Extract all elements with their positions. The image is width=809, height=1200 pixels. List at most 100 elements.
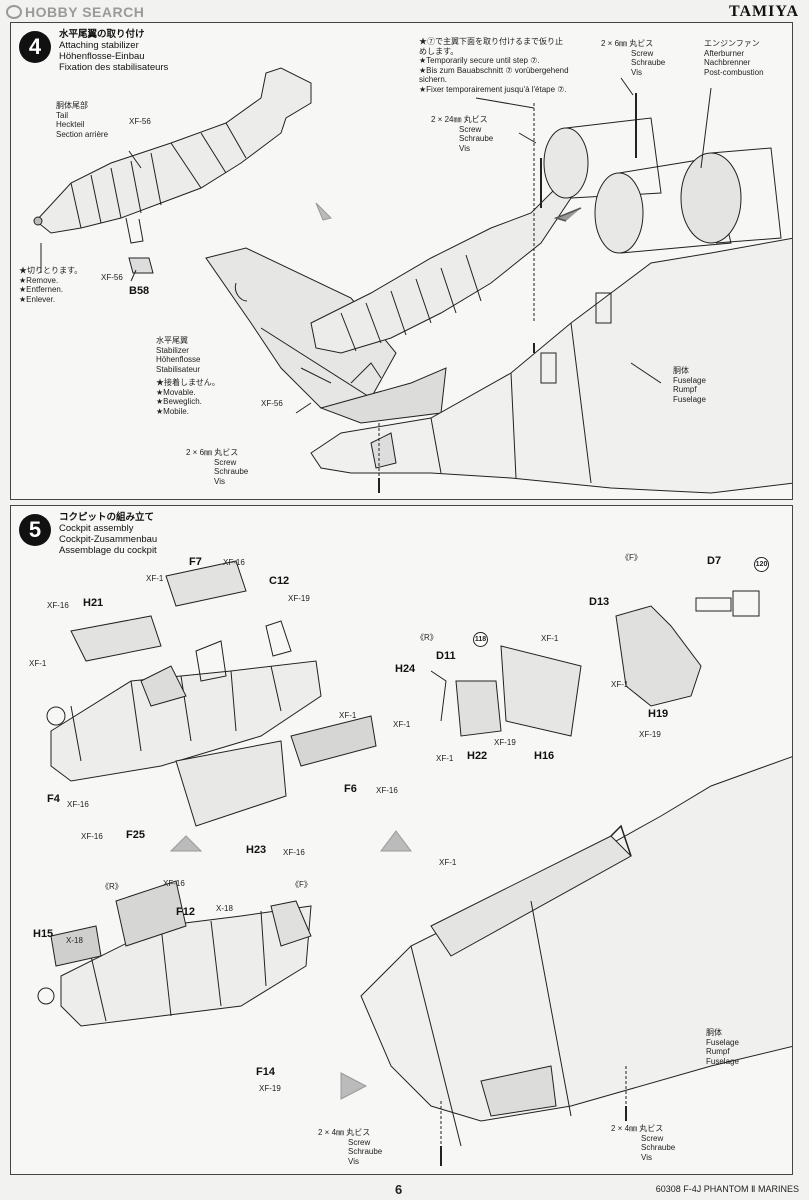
screw-2x6-b-en: Screw: [214, 457, 237, 467]
stabilizer-de: Höhenflosse: [156, 355, 201, 364]
part-xf16-f7: XF-16: [223, 558, 245, 567]
part-h15: H15: [33, 928, 54, 940]
mark-front-b: 《F》: [291, 880, 312, 889]
fuselage-a-fr: Fuselage: [673, 394, 706, 404]
screw-2x6-a-fr: Vis: [631, 67, 642, 77]
fuselage-a-jp: 胴体: [673, 366, 689, 375]
part-f12: F12: [176, 906, 195, 918]
part-xf1-c: XF-1: [393, 720, 411, 729]
afterburner-label: エンジンファン Afterburner Nachbrenner Post-com…: [704, 39, 764, 77]
fuselage-b-fr: Fuselage: [706, 1056, 739, 1066]
step-4-panel: 4 水平尾翼の取り付け Attaching stabilizer Höhenfl…: [10, 22, 793, 500]
part-xf16-f4: XF-16: [67, 800, 89, 809]
screw-2x24-en: Screw: [459, 124, 482, 134]
step-5-title-de: Cockpit-Zusammenbau: [59, 534, 158, 545]
page-number: 6: [395, 1182, 403, 1197]
movable-de: ★Beweglich.: [156, 397, 202, 406]
part-xf1-d: XF-1: [436, 754, 454, 763]
part-xf1-h: XF-1: [439, 858, 457, 867]
brand-name: TAMIYA: [728, 3, 799, 20]
screw-2x24-de: Schraube: [459, 134, 494, 143]
part-h19: H19: [648, 708, 669, 720]
screw-2x6-a-en: Screw: [631, 48, 654, 58]
step-4-title: 水平尾翼の取り付け Attaching stabilizer Höhenflos…: [59, 29, 168, 73]
temp-note-de: ★Bis zum Bauabschnitt ⑦ vorübergehend si…: [419, 65, 569, 85]
part-xf19-b: XF-19: [494, 738, 516, 747]
circled-118: 118: [473, 632, 488, 647]
hobby-search-icon: [6, 5, 22, 19]
part-xf16-h23: XF-16: [283, 848, 305, 857]
part-xf1-g: XF-1: [611, 680, 629, 689]
part-xf1-e: XF-1: [541, 634, 559, 643]
part-f6: F6: [344, 783, 357, 795]
step-4-title-en: Attaching stabilizer: [59, 40, 139, 51]
part-xf19-a: XF-19: [288, 594, 310, 603]
screw-2x4-label-b: 2 × 4㎜ 丸ビス Screw Schraube Vis: [611, 1124, 675, 1162]
temp-note-en: ★Temporarily secure until step ⑦.: [419, 56, 540, 65]
mark-rear-a: 《R》: [416, 633, 438, 642]
mark-rear-b: 《R》: [101, 882, 123, 891]
stabilizer-jp: 水平尾翼: [156, 336, 188, 345]
movable-note: ★接着しません。 ★Movable. ★Beweglich. ★Mobile.: [156, 378, 220, 416]
screw-2x4-label-a: 2 × 4㎜ 丸ビス Screw Schraube Vis: [318, 1128, 382, 1166]
step-4-title-fr: Fixation des stabilisateurs: [59, 62, 169, 73]
part-x18-a: X-18: [216, 904, 233, 913]
step-4-drawing: [33, 67, 792, 494]
kit-title: 60308 F-4J PHANTOM Ⅱ MARINES: [655, 1184, 799, 1194]
tail-label-fr: Section arrière: [56, 129, 109, 139]
fuselage-a-de: Rumpf: [673, 385, 697, 394]
screw-2x24-fr: Vis: [459, 143, 470, 153]
part-xf1-f6: XF-1: [339, 711, 357, 720]
tail-label-de: Heckteil: [56, 120, 85, 129]
screw-2x4-b-fr: Vis: [641, 1152, 652, 1162]
remove-note-en: ★Remove.: [19, 275, 59, 285]
part-h22: H22: [467, 750, 488, 762]
tail-label-en: Tail: [56, 110, 69, 120]
screw-2x4-a-size: 2 × 4㎜ 丸ビス: [318, 1128, 371, 1137]
part-xf1-a: XF-1: [146, 574, 164, 583]
part-xf16-h21: XF-16: [47, 601, 69, 610]
step-4-title-jp: 水平尾翼の取り付け: [59, 29, 145, 40]
part-xf1-b: XF-1: [29, 659, 47, 668]
screw-2x6-b-size: 2 × 6㎜ 丸ビス: [186, 448, 239, 457]
part-xf16-f6: XF-16: [376, 786, 398, 795]
part-xf16-f25: XF-16: [81, 832, 103, 841]
tail-label: 胴体尾部 Tail Heckteil Section arrière: [56, 101, 108, 139]
mark-front-a: 《F》: [621, 553, 642, 562]
part-c12: C12: [269, 575, 290, 587]
fuselage-a-en: Fuselage: [673, 375, 706, 385]
step-5-drawing: [37, 560, 792, 1166]
part-f25: F25: [126, 829, 145, 841]
screw-2x4-b-en: Screw: [641, 1133, 664, 1143]
screw-2x4-b-size: 2 × 4㎜ 丸ビス: [611, 1124, 664, 1133]
part-xf56-a: XF-56: [129, 117, 151, 126]
step-5-title-en: Cockpit assembly: [59, 523, 134, 534]
stabilizer-fr: Stabilisateur: [156, 364, 201, 374]
afterburner-de: Nachbrenner: [704, 58, 751, 67]
fuselage-label-a: 胴体 Fuselage Rumpf Fuselage: [673, 366, 706, 404]
part-xf19-c: XF-19: [639, 730, 661, 739]
part-f4: F4: [47, 793, 60, 805]
part-d11: D11: [436, 650, 456, 662]
step-5-panel: 5 コクピットの組み立て Cockpit assembly Cockpit-Zu…: [10, 505, 793, 1175]
screw-2x4-b-de: Schraube: [641, 1143, 676, 1152]
movable-jp: ★接着しません。: [156, 378, 220, 387]
screw-2x4-a-fr: Vis: [348, 1156, 359, 1166]
fuselage-b-en: Fuselage: [706, 1037, 739, 1047]
part-h24: H24: [395, 663, 416, 675]
screw-2x6-label-a: 2 × 6㎜ 丸ビス Screw Schraube Vis: [601, 39, 665, 77]
site-logo-text: HOBBY SEARCH: [25, 4, 145, 20]
part-xf16-b: XF-16: [163, 879, 185, 888]
screw-2x6-label-b: 2 × 6㎜ 丸ビス Screw Schraube Vis: [186, 448, 248, 486]
remove-note: ★切りとります。 ★Remove. ★Entfernen. ★Enlever.: [19, 266, 82, 304]
temporary-secure-note: ★⑦で主翼下面を取り付けるまで仮り止めします。 ★Temporarily sec…: [419, 37, 569, 94]
step-5-title: コクピットの組み立て Cockpit assembly Cockpit-Zusa…: [59, 512, 157, 556]
screw-2x4-a-en: Screw: [348, 1137, 371, 1147]
part-f7: F7: [189, 556, 202, 568]
remove-note-fr: ★Enlever.: [19, 294, 56, 304]
screw-2x24-label: 2 × 24㎜ 丸ビス Screw Schraube Vis: [431, 115, 493, 153]
part-xf56-c: XF-56: [261, 399, 283, 408]
remove-note-de: ★Entfernen.: [19, 285, 64, 294]
part-h16: H16: [534, 750, 555, 762]
part-xf19-d: XF-19: [259, 1084, 281, 1093]
